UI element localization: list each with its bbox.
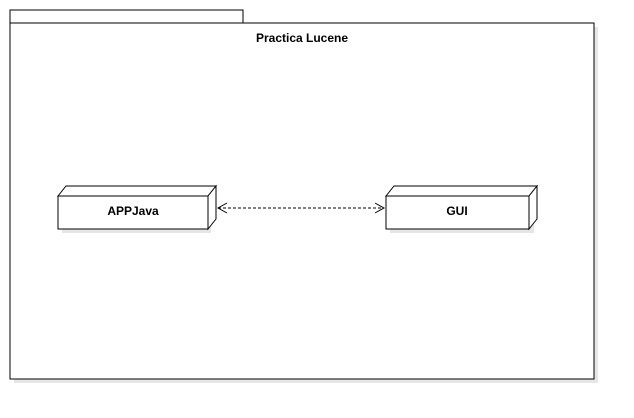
node-appjava[interactable]: APPJava xyxy=(56,184,218,233)
dependency-connector[interactable] xyxy=(216,202,386,214)
node-label: APPJava xyxy=(107,204,159,218)
node-label: GUI xyxy=(446,204,467,218)
node-gui[interactable]: GUI xyxy=(384,184,539,233)
arrowhead-left-icon xyxy=(216,202,228,214)
package-title: Practica Lucene xyxy=(256,31,348,45)
node-top-face xyxy=(384,185,539,197)
arrowhead-right-icon xyxy=(374,202,386,214)
node-front-face xyxy=(57,195,209,230)
package-tab xyxy=(9,9,244,24)
node-top-face xyxy=(56,185,218,197)
node-front-face xyxy=(385,195,530,230)
